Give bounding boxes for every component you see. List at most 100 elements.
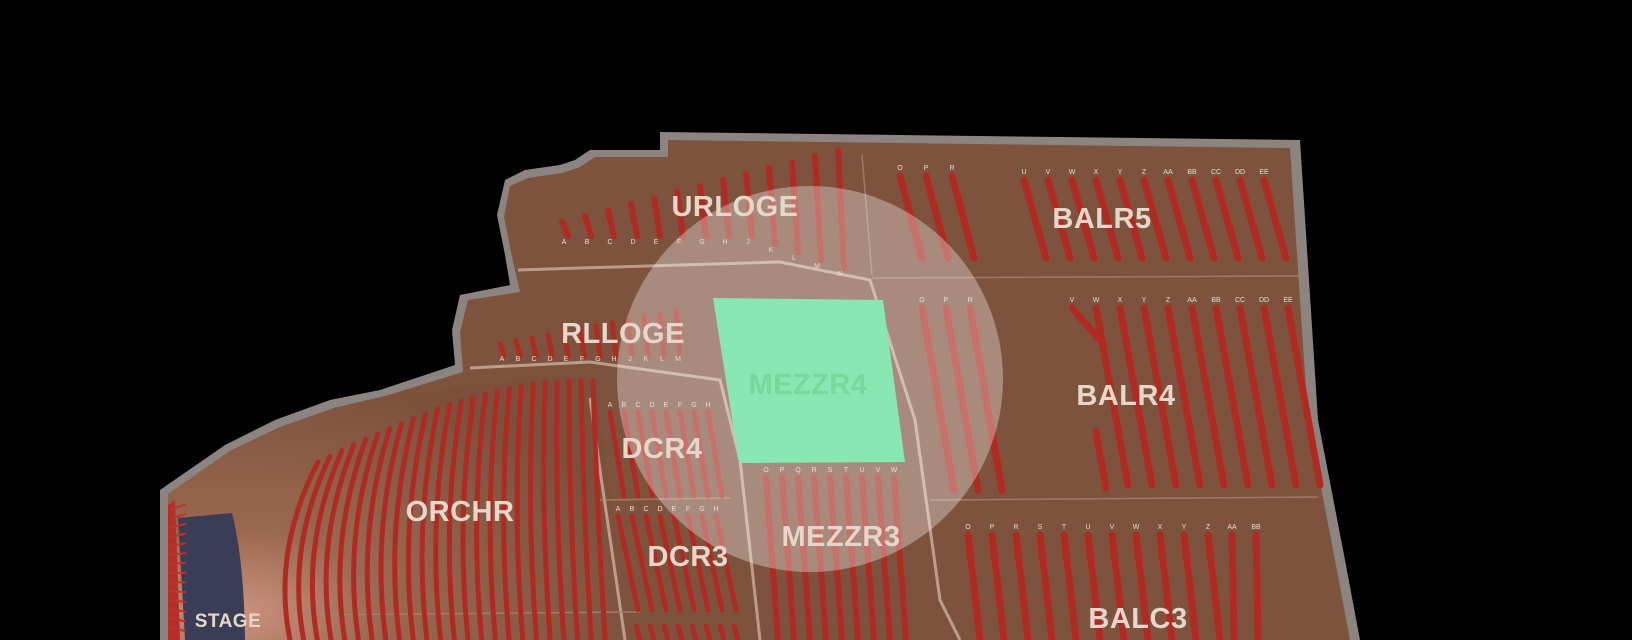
seat-row-balr5	[1260, 176, 1290, 262]
row-letter-mezzr3: W	[891, 467, 898, 474]
seat-row-balr4	[918, 304, 958, 494]
seat-row-mezzr3	[827, 475, 845, 640]
row-letter-urloge: L	[792, 255, 796, 262]
seat-row-orchr	[433, 402, 453, 640]
seat-row-rlloge	[593, 323, 603, 359]
seat-row-urloge	[582, 213, 594, 239]
seat-row-urloge	[674, 189, 686, 239]
row-letter-rlloge: D	[547, 356, 552, 363]
seat-row-orchr	[419, 406, 441, 640]
seat-row-urloge	[835, 147, 847, 271]
row-letter-balr5: AA	[1163, 169, 1173, 176]
row-letter-mezzr3: S	[828, 467, 833, 474]
row-letter-urloge: M	[814, 263, 820, 270]
row-letter-balc3: P	[990, 524, 995, 531]
section-label-mezzr4[interactable]: MEZZR4	[749, 369, 868, 401]
section-label-orchr[interactable]: ORCHR	[406, 496, 515, 528]
seat-row-balr5	[896, 172, 926, 262]
seat-row-orchr	[514, 383, 526, 640]
section-label-dcr4[interactable]: DCR4	[622, 433, 703, 465]
seat-row-balr5	[1092, 176, 1122, 262]
row-letter-balr4: Z	[1166, 297, 1171, 304]
seat-row-orchr	[405, 411, 429, 640]
seat-row-dcr3	[657, 513, 683, 613]
row-letter-balr5: U	[1021, 169, 1026, 176]
row-letter-balr4: R	[967, 297, 972, 304]
section-label-balc3[interactable]: BALC3	[1088, 603, 1187, 635]
row-letter-dcr4: E	[664, 402, 669, 409]
seat-row-urloge	[789, 159, 801, 255]
seat-row-balc3	[1180, 531, 1200, 640]
row-letter-balr5: EE	[1259, 169, 1269, 176]
seat-row-balr5	[1020, 176, 1050, 262]
seat-row-dcr3	[661, 623, 671, 640]
seat-row-dcr4	[621, 409, 641, 499]
seat-row-orchr	[527, 381, 540, 640]
curtain-ray	[169, 542, 187, 547]
row-letter-dcr4: F	[678, 402, 682, 409]
seat-row-balr4	[1092, 304, 1132, 489]
seat-rows	[282, 147, 1324, 640]
row-letter-dcr3: D	[657, 506, 662, 513]
row-letter-balc3: R	[1013, 524, 1018, 531]
seat-row-rlloge	[497, 341, 507, 359]
seat-row-mezzr3	[859, 475, 877, 640]
seat-row-dcr4	[635, 409, 655, 499]
section-label-dcr3[interactable]: DCR3	[648, 541, 729, 573]
seat-row-balr4	[1140, 304, 1180, 489]
seat-row-dcr4	[677, 409, 697, 499]
row-letter-urloge: J	[746, 239, 750, 246]
curtain-ray	[169, 522, 187, 529]
seat-row-balr5	[1116, 176, 1146, 262]
row-letter-balr5: P	[924, 165, 929, 172]
seat-row-balr5	[1140, 176, 1170, 262]
section-label-urloge[interactable]: URLOGE	[671, 191, 798, 223]
row-letter-urloge: B	[585, 239, 590, 246]
row-letter-dcr3: G	[699, 506, 704, 513]
seat-row-urloge	[812, 153, 824, 263]
row-letter-dcr4: B	[622, 402, 627, 409]
seat-row-dcr3	[713, 513, 739, 613]
row-letter-balc3: T	[1062, 524, 1067, 531]
row-letter-rlloge: F	[580, 356, 584, 363]
seat-row-orchr	[296, 453, 333, 640]
section-label-mezzr3[interactable]: MEZZR3	[782, 521, 901, 553]
row-letter-balr4: W	[1093, 297, 1100, 304]
row-letter-balr4: O	[919, 297, 925, 304]
section-label-balr4[interactable]: BALR4	[1076, 380, 1175, 412]
row-letter-rlloge: M	[675, 356, 681, 363]
seat-row-balr4	[1260, 304, 1300, 489]
seat-row-rlloge	[673, 308, 683, 359]
seat-row-balc3	[1084, 531, 1104, 640]
section-mezzr4-highlight[interactable]	[713, 298, 905, 463]
seat-row-urloge	[697, 183, 709, 239]
seat-row-balc3	[1228, 531, 1238, 640]
row-letter-urloge: D	[630, 239, 635, 246]
seat-row-dcr3	[643, 513, 669, 613]
seat-row-dcr4	[649, 409, 669, 499]
row-letter-dcr3: F	[686, 506, 690, 513]
seat-row-orchr	[378, 420, 405, 640]
row-letter-balr4: AA	[1187, 297, 1197, 304]
curtain-ray	[169, 512, 187, 520]
seat-row-orchr	[282, 459, 321, 640]
seat-row-balc3	[1132, 531, 1152, 640]
section-label-rlloge[interactable]: RLLOGE	[561, 318, 685, 350]
curtain-ray	[169, 561, 187, 565]
seat-row-dcr3	[671, 513, 697, 613]
section-label-balr5[interactable]: BALR5	[1052, 203, 1151, 235]
stage-curtain-rays	[169, 503, 187, 633]
seat-row-balr5	[1164, 176, 1194, 262]
row-letter-balr4: DD	[1259, 297, 1269, 304]
row-letter-balr4: BB	[1211, 297, 1221, 304]
seat-row-balc3	[1252, 531, 1262, 640]
seat-row-mezzr3	[843, 475, 861, 640]
seat-row-rlloge	[641, 314, 651, 359]
seat-row-balr4	[1188, 304, 1228, 489]
seat-row-orchr	[337, 436, 369, 640]
seat-row-mezzr3	[795, 475, 813, 640]
seat-row-mezzr3	[763, 475, 781, 640]
seat-row-orchr	[460, 394, 476, 640]
row-letter-rlloge: H	[611, 356, 616, 363]
row-letter-balr5: W	[1069, 169, 1076, 176]
